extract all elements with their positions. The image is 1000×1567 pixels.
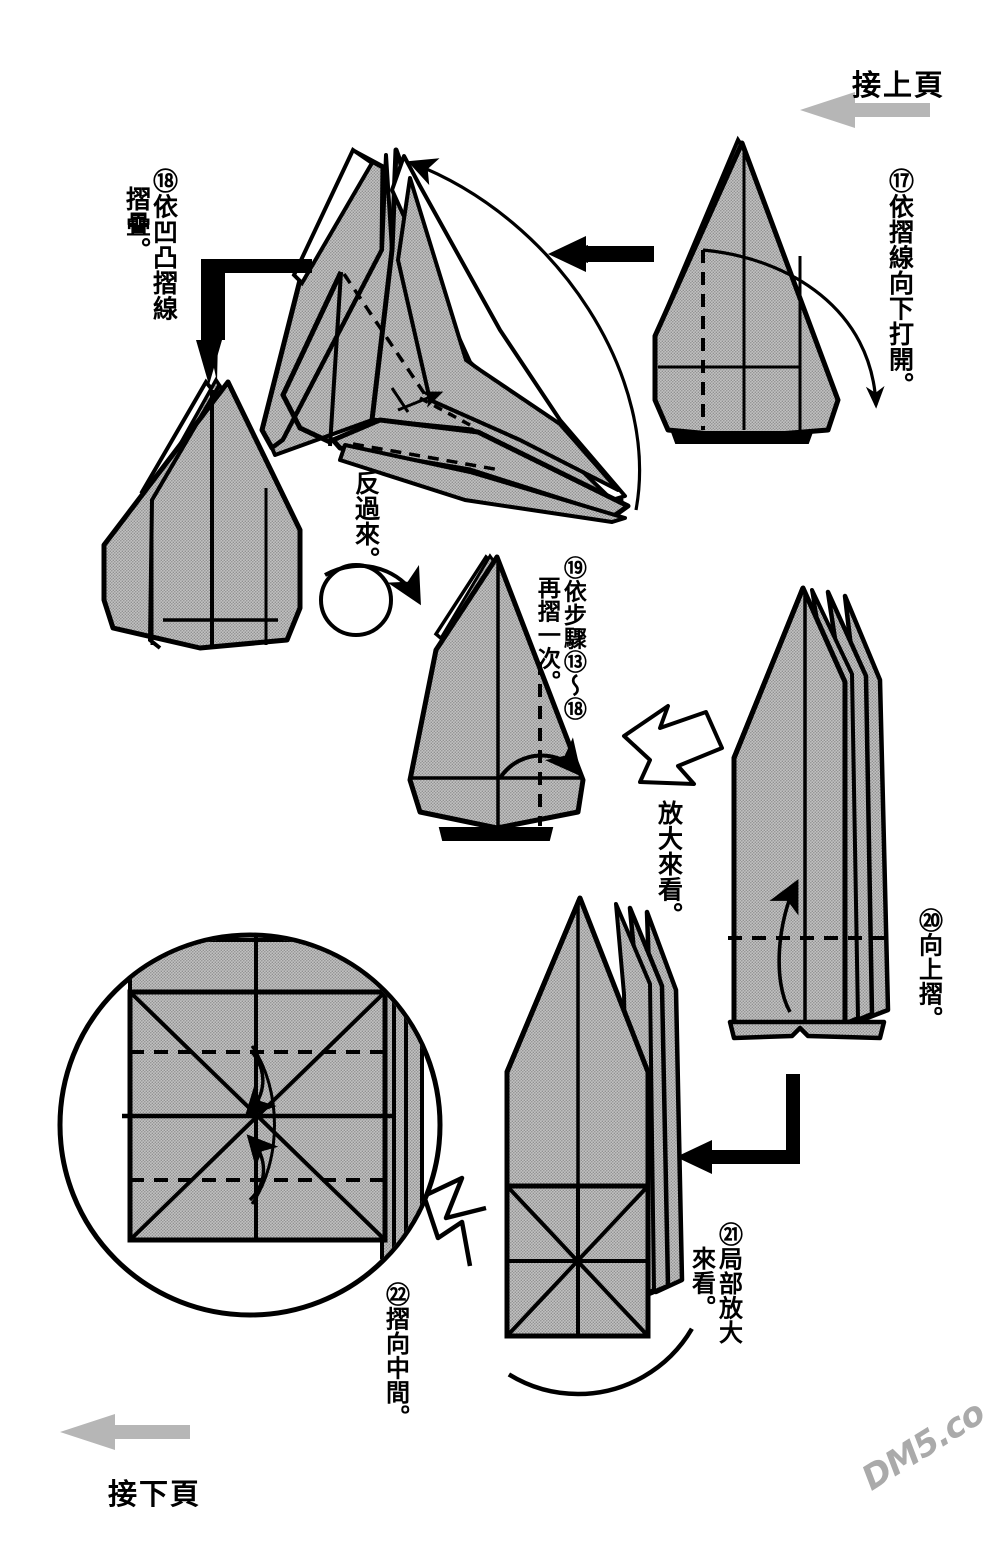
large-fold-arrow [407,158,642,511]
figure-step-21 [443,895,713,1397]
continued-next-page-label: 接下頁 [108,1477,202,1511]
step-22-caption: ㉒摺向中間。 [381,1282,410,1429]
figure-step-22-magnified-detail [57,932,443,1318]
step-18-caption: ⑱依凹凸摺線 [149,168,179,321]
zoom-in-outline-arrow-icon [622,704,724,786]
fold-direction-arrow [702,248,885,409]
flow-arrow-18-down [196,259,312,385]
continued-from-previous-arrow-icon [800,92,930,128]
step-20-caption: ⑳向上摺。 [914,908,943,1031]
turn-over-label: 反過來。 [351,470,381,572]
turn-over-rotation-arrow-icon [319,563,421,637]
magnifier-circle-right [443,1127,713,1397]
step-21-caption: ㉑局部放大 [714,1222,743,1345]
magnifier-connector [421,1175,487,1267]
flow-arrow-17-to-18 [548,236,654,272]
continued-next-page-arrow-icon [60,1414,190,1450]
step-18-caption-line2: 摺疊。 [122,186,152,263]
figure-step-20 [727,585,891,1041]
figure-step-18-opened-form [259,147,642,524]
step-17-caption: ⑰依摺線向下打開。 [885,168,915,398]
flow-arrow-20-to-21 [676,1074,800,1174]
step-19-caption-line2: 再摺一次。 [533,576,560,694]
step-19-caption: ⑲依步驟⑬～⑱ [559,556,586,721]
figure-step-17 [652,135,885,444]
step-21-caption-line2: 來看。 [687,1246,716,1320]
zoom-in-label: 放大來看。 [654,800,684,928]
figure-step-19 [407,553,586,841]
figure-step-18-result [101,376,303,651]
continued-from-previous-label: 接上頁 [852,68,946,102]
